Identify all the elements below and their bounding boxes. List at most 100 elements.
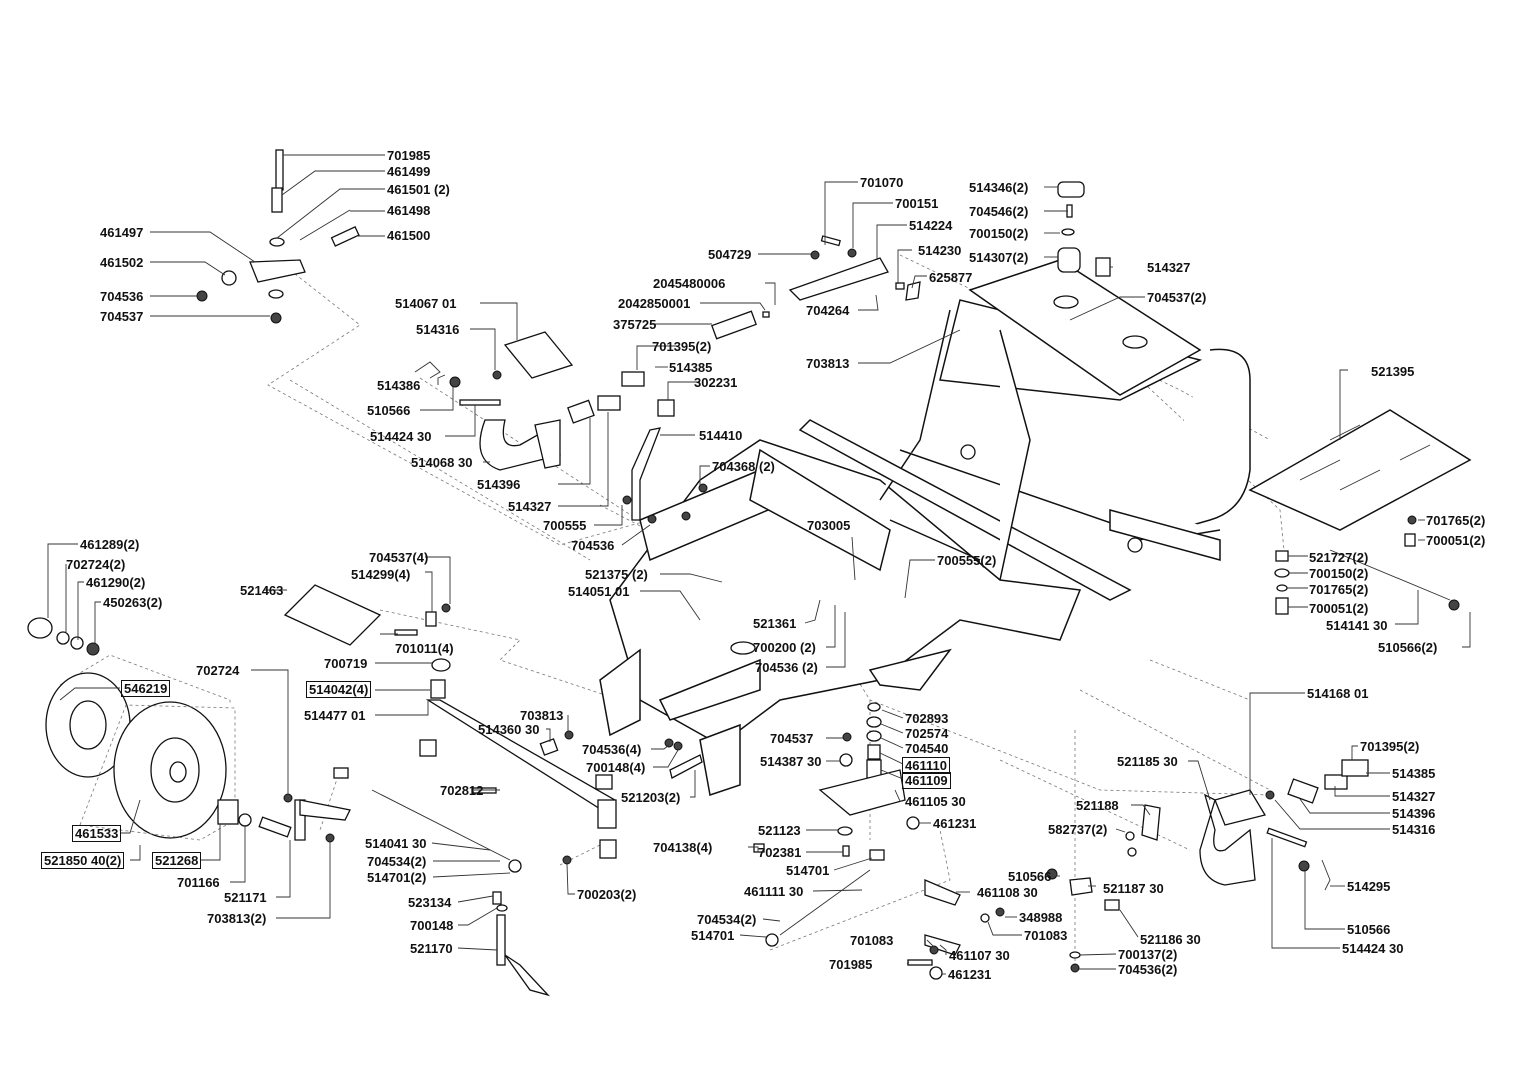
part-label: 521170 [410,941,453,956]
part-label: 704138(4) [653,840,713,855]
part-label: 521171 [224,890,267,905]
part-label: 521188 [1076,798,1119,813]
part-label: 704537(4) [369,550,429,565]
parking-brake-parts [711,235,921,340]
part-label: 514477 01 [304,708,366,723]
part-label: 700719 [324,656,368,671]
brake-lever-parts [196,149,360,324]
part-label-boxed: 461533 [72,825,122,842]
part-label: 700148(4) [586,760,646,775]
part-label: 582737(2) [1048,822,1108,837]
part-label: 514701(2) [367,870,427,885]
part-label: 700150(2) [1309,566,1369,581]
part-label: 514387 30 [760,754,822,769]
part-label: 701166 [177,875,220,890]
part-label: 701765(2) [1426,513,1486,528]
part-label: 514041 30 [365,836,427,851]
part-label: 514327 [1392,789,1436,804]
part-label: 514410 [699,428,743,443]
tie-rod-parts [371,789,572,997]
part-label: 461105 30 [905,794,966,809]
part-label: 514424 30 [1342,941,1404,956]
part-label: 702724(2) [66,557,126,572]
part-label: 375725 [613,317,657,332]
part-label: 514316 [416,322,460,337]
part-label: 704534(2) [697,912,757,927]
part-label: 701985 [387,148,431,163]
part-label: 701395(2) [652,339,712,354]
part-label: 521463 [240,583,284,598]
part-label: 514327 [1147,260,1191,275]
part-label: 521186 30 [1140,932,1201,947]
part-label: 704540 [905,741,949,756]
part-label: 514051 01 [568,584,630,599]
part-label: 625877 [929,270,973,285]
part-label: 703813 [806,356,850,371]
part-label: 510566 [1347,922,1391,937]
part-label: 521203(2) [621,790,681,805]
part-label: 700200 (2) [753,640,816,655]
part-label: 521185 30 [1117,754,1178,769]
part-label: 704536 (2) [755,660,818,675]
part-label: 521187 30 [1103,881,1164,896]
part-label: 514316 [1392,822,1436,837]
part-label: 461497 [100,225,144,240]
part-label: 514068 30 [411,455,473,470]
part-label: 514386 [377,378,421,393]
chassis-frame [599,259,1251,796]
part-label: 2045480006 [653,276,726,291]
part-label: 703005 [807,518,851,533]
part-label-boxed: 546219 [121,680,171,697]
part-label: 701985 [829,957,873,972]
part-label: 348988 [1019,910,1063,925]
part-label: 521361 [753,616,797,631]
part-label: 700555(2) [937,553,997,568]
part-label: 514360 30 [478,722,540,737]
part-label-boxed: 461110 [902,757,950,774]
part-label: 700203(2) [577,887,637,902]
part-label: 461111 30 [744,884,804,899]
part-label: 514295 [1347,879,1391,894]
part-label: 461501 (2) [387,182,450,197]
part-label: 704536(4) [582,742,642,757]
part-label: 514224 [909,218,953,233]
part-label: 704264 [806,303,850,318]
part-label: 700150(2) [969,226,1029,241]
part-label: 461107 30 [949,948,1010,963]
part-label-boxed: 514042(4) [306,681,372,698]
part-label-boxed: 521850 40(2) [41,852,125,869]
part-label: 701395(2) [1360,739,1420,754]
part-label: 450263(2) [103,595,163,610]
part-label: 521727(2) [1309,550,1369,565]
part-label: 700051(2) [1426,533,1486,548]
part-label: 514385 [1392,766,1436,781]
part-label: 704546(2) [969,204,1029,219]
part-label: 461290(2) [86,575,146,590]
part-label: 510566(2) [1378,640,1438,655]
part-label: 514067 01 [395,296,457,311]
part-label: 704536 [100,289,144,304]
front-axle-parts [283,584,765,859]
part-label: 704536(2) [1118,962,1178,977]
part-label: 702724 [196,663,240,678]
part-label: 2042850001 [618,296,691,311]
part-label: 702381 [758,845,802,860]
part-label: 514230 [918,243,962,258]
left-pedal-parts [414,331,708,524]
part-label: 514396 [477,477,521,492]
part-label: 521395 [1371,364,1415,379]
part-label-boxed: 521268 [152,852,202,869]
seat-plate-hardware [1274,515,1460,615]
part-label-boxed: 461109 [902,772,951,789]
part-label: 701765(2) [1309,582,1369,597]
part-label: 704534(2) [367,854,427,869]
part-label: 514385 [669,360,713,375]
seat-plate-part [1248,409,1472,531]
part-label: 514299(4) [351,567,411,582]
part-label: 461231 [933,816,977,831]
part-label: 701070 [860,175,904,190]
right-pedal-parts [1046,759,1369,973]
part-label: 700137(2) [1118,947,1178,962]
part-label: 521375 (2) [585,567,648,582]
